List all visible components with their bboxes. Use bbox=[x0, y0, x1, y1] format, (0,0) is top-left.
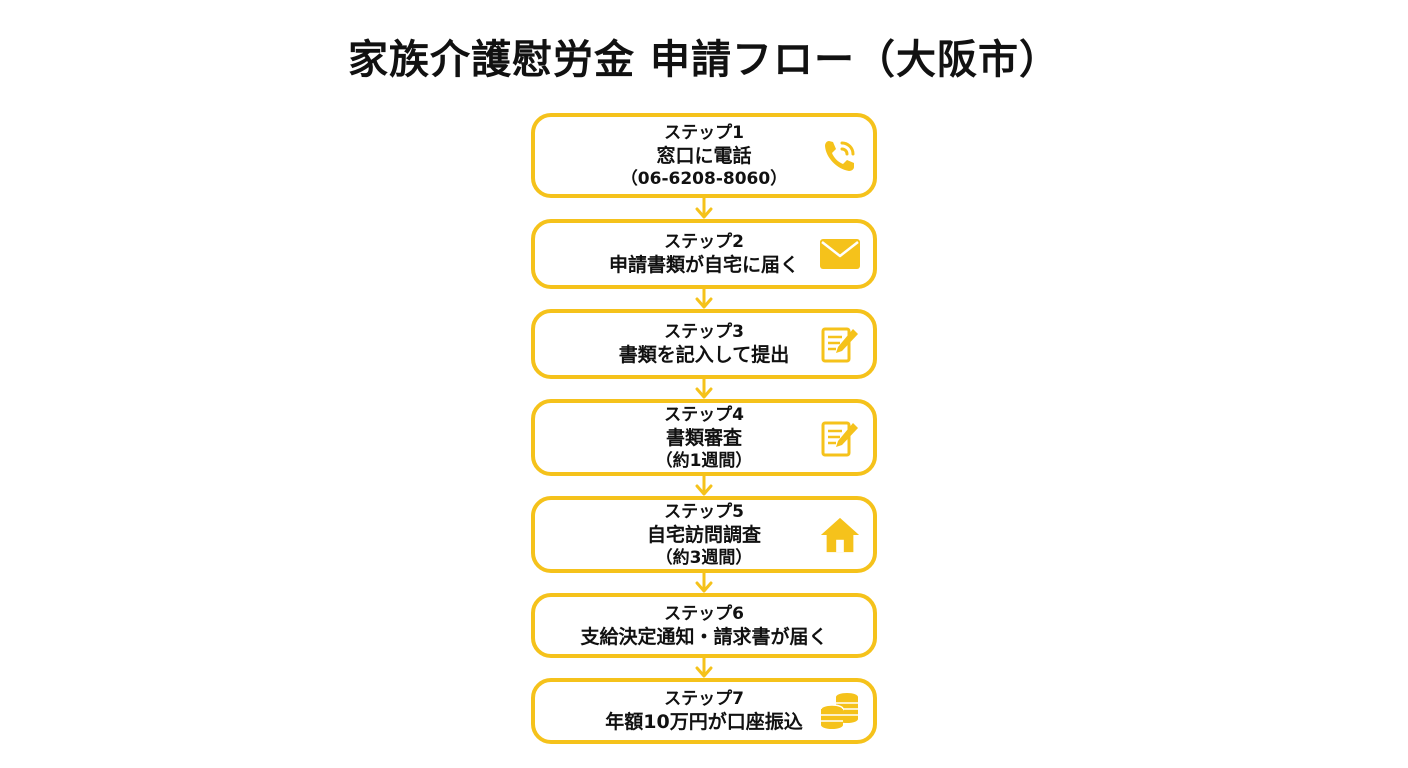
step-6-box: ステップ6 支給決定通知・請求書が届く bbox=[531, 593, 877, 658]
step-6-text: 支給決定通知・請求書が届く bbox=[580, 625, 828, 648]
arrow-connector-6 bbox=[695, 655, 713, 678]
step-1-label: ステップ1 bbox=[664, 122, 744, 143]
step-5-box: ステップ5 自宅訪問調査 （約3週間） bbox=[531, 496, 877, 573]
step-4-note: （約1週間） bbox=[655, 450, 753, 471]
step-4-label: ステップ4 bbox=[664, 404, 744, 425]
step-5-text: 自宅訪問調査 bbox=[646, 523, 761, 546]
step-1-note: （06-6208-8060） bbox=[620, 168, 788, 189]
step-1-box: ステップ1 窓口に電話 （06-6208-8060） bbox=[531, 113, 877, 198]
step-5-note: （約3週間） bbox=[655, 547, 753, 568]
arrow-connector-3 bbox=[695, 376, 713, 399]
arrow-connector-4 bbox=[695, 473, 713, 496]
step-4-text: 書類審査 bbox=[665, 426, 742, 449]
step-3-text: 書類を記入して提出 bbox=[618, 344, 790, 366]
phone-icon bbox=[819, 135, 861, 177]
step-5-label: ステップ5 bbox=[664, 501, 744, 522]
house-icon bbox=[819, 514, 861, 556]
coins-icon bbox=[819, 690, 861, 732]
arrow-connector-5 bbox=[695, 570, 713, 593]
step-7-text: 年額10万円が口座振込 bbox=[605, 711, 803, 733]
step-7-label: ステップ7 bbox=[664, 689, 744, 709]
step-4-box: ステップ4 書類審査 （約1週間） bbox=[531, 399, 877, 476]
step-6-label: ステップ6 bbox=[664, 603, 744, 624]
envelope-icon bbox=[819, 233, 861, 275]
step-2-label: ステップ2 bbox=[664, 232, 744, 252]
arrow-connector-1 bbox=[695, 196, 713, 219]
step-3-label: ステップ3 bbox=[664, 322, 744, 342]
form-edit-icon bbox=[819, 417, 861, 459]
step-2-text: 申請書類が自宅に届く bbox=[608, 254, 799, 276]
page-title: 家族介護慰労金 申請フロー（大阪市） bbox=[348, 37, 1060, 83]
step-2-box: ステップ2 申請書類が自宅に届く bbox=[531, 219, 877, 289]
form-edit-icon bbox=[819, 323, 861, 365]
step-1-text: 窓口に電話 bbox=[656, 144, 752, 167]
step-3-box: ステップ3 書類を記入して提出 bbox=[531, 309, 877, 379]
step-7-box: ステップ7 年額10万円が口座振込 bbox=[531, 678, 877, 744]
arrow-connector-2 bbox=[695, 286, 713, 309]
